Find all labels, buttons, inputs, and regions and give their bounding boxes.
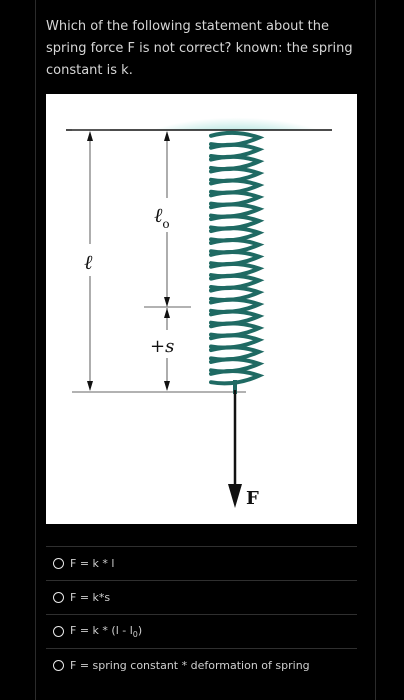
dim-s-arrow-up [164, 308, 170, 318]
dim-lo-arrow-down [164, 297, 170, 307]
dim-l-arrow-down [87, 381, 93, 391]
label-l0-sub: o [162, 217, 169, 231]
option-label: F = spring constant * deformation of spr… [70, 659, 310, 672]
radio-icon[interactable] [53, 592, 64, 603]
option-2[interactable]: F = k*s [46, 580, 357, 614]
spring-diagram: ℓ ℓo +s F [46, 94, 357, 524]
dim-lo-arrow-up [164, 131, 170, 141]
option-1[interactable]: F = k * l [46, 546, 357, 580]
dim-l-arrow-up [87, 131, 93, 141]
option-label: F = k * (l - l0) [70, 623, 143, 640]
label-s: +s [150, 336, 174, 357]
option-4[interactable]: F = spring constant * deformation of spr… [46, 648, 357, 682]
spring-diagram-svg: ℓ ℓo +s F [66, 102, 336, 509]
answer-options: F = k * l F = k*s F = k * (l - l0) F = s… [46, 546, 357, 682]
force-arrow-head [228, 484, 242, 508]
option-label: F = k*s [70, 591, 111, 604]
label-l: ℓ [84, 250, 93, 274]
spring-coils [209, 130, 265, 394]
spring-coil [209, 369, 265, 386]
question-text: Which of the following statement about t… [46, 19, 353, 78]
option-3[interactable]: F = k * (l - l0) [46, 614, 357, 648]
left-border [35, 0, 36, 700]
option-label: F = k * l [70, 557, 115, 570]
dim-s-arrow-down [164, 381, 170, 391]
radio-icon[interactable] [53, 626, 64, 637]
label-F: F [246, 488, 259, 509]
radio-icon[interactable] [53, 558, 64, 569]
radio-icon[interactable] [53, 660, 64, 671]
right-border [375, 0, 376, 700]
label-l0: ℓo [154, 203, 170, 231]
